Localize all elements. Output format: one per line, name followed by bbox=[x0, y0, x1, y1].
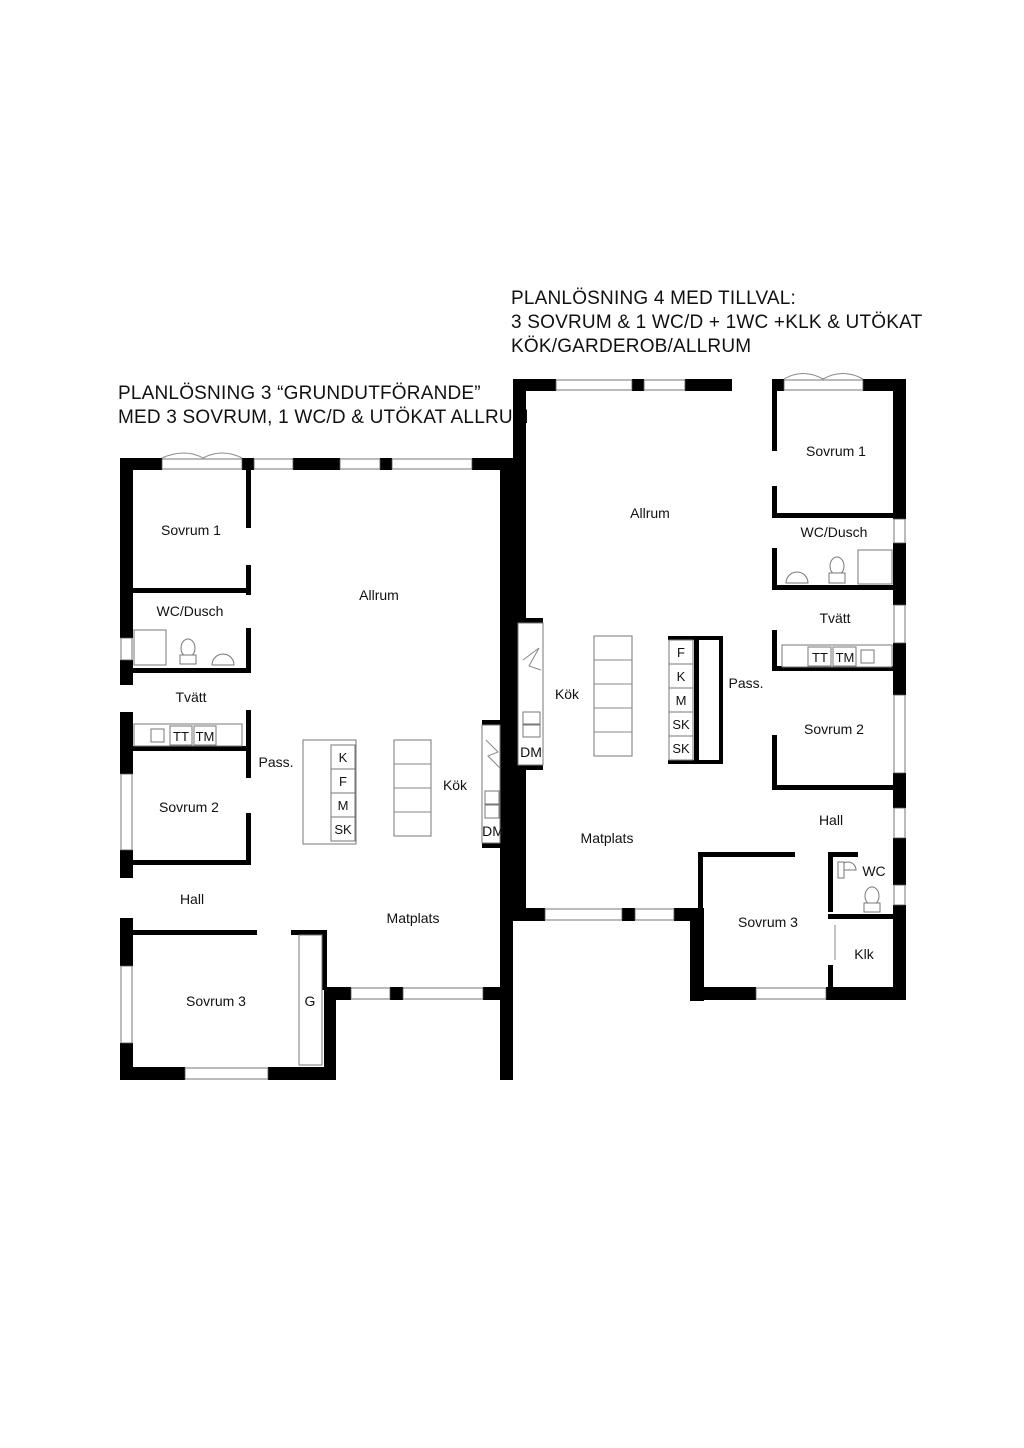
plan3-heading-line2: MED 3 SOVRUM, 1 WC/D & UTÖKAT ALLRUM bbox=[118, 407, 529, 428]
plan3-heading: PLANLÖSNING 3 “GRUNDUTFÖRANDE” MED 3 SOV… bbox=[118, 382, 529, 430]
plan3-appliance-f: F bbox=[339, 774, 347, 789]
plan3-label-sovrum1: Sovrum 1 bbox=[161, 522, 221, 538]
plan4-heading: PLANLÖSNING 4 MED TILLVAL: 3 SOVRUM & 1 … bbox=[511, 287, 922, 359]
plan3-label-g: G bbox=[305, 993, 316, 1009]
plan3-label-allrum: Allrum bbox=[359, 587, 399, 603]
plan3-label-tt: TT bbox=[173, 729, 189, 744]
plan3-label-tm: TM bbox=[196, 729, 215, 744]
plan4-appliance-f: F bbox=[677, 645, 685, 660]
plan4-appliance-sk2: SK bbox=[672, 741, 690, 756]
plan3-label-tvatt: Tvätt bbox=[175, 689, 206, 705]
plan4-heading-line3: KÖK/GARDEROB/ALLRUM bbox=[511, 336, 752, 357]
plan3-label-sovrum2: Sovrum 2 bbox=[159, 799, 219, 815]
plan4-label-allrum: Allrum bbox=[630, 505, 670, 521]
plan4-label-tvatt: Tvätt bbox=[819, 610, 850, 626]
plan4-walls bbox=[513, 379, 906, 1001]
plan4-label-wc: WC bbox=[862, 863, 885, 879]
plan4-label-sovrum1: Sovrum 1 bbox=[806, 443, 866, 459]
plan4-label-dm: DM bbox=[520, 744, 542, 760]
plan3-labels: Sovrum 1 WC/Dusch Allrum Tvätt TT TM Pas… bbox=[157, 522, 504, 1009]
plan4-label-klk: Klk bbox=[854, 946, 874, 962]
plan4-appliance-m: M bbox=[676, 693, 687, 708]
plan4-label-kok: Kök bbox=[555, 686, 580, 702]
plan4-floor-plan: Allrum Sovrum 1 WC/Dusch Tvätt TT TM Kök… bbox=[513, 373, 906, 1001]
plan3-label-matplats: Matplats bbox=[387, 910, 440, 926]
plan4-label-wc-dusch: WC/Dusch bbox=[801, 524, 868, 540]
plan4-label-pass: Pass. bbox=[728, 675, 763, 691]
plan3-appliance-m: M bbox=[338, 798, 349, 813]
plan4-appliance-sk1: SK bbox=[672, 717, 690, 732]
plan3-label-pass: Pass. bbox=[258, 754, 293, 770]
plan4-label-tm: TM bbox=[836, 650, 855, 665]
plan3-appliance-sk: SK bbox=[334, 822, 352, 837]
plan4-label-sovrum3: Sovrum 3 bbox=[738, 914, 798, 930]
plan4-windows bbox=[544, 373, 906, 1000]
plan3-label-wc-dusch: WC/Dusch bbox=[157, 603, 224, 619]
plan4-appliance-k: K bbox=[677, 669, 686, 684]
plan4-label-sovrum2: Sovrum 2 bbox=[804, 721, 864, 737]
plan4-fixtures bbox=[517, 549, 893, 960]
plan4-label-matplats: Matplats bbox=[581, 830, 634, 846]
plan3-label-sovrum3: Sovrum 3 bbox=[186, 993, 246, 1009]
plan4-heading-line1: PLANLÖSNING 4 MED TILLVAL: bbox=[511, 288, 797, 309]
plan3-floor-plan: Sovrum 1 WC/Dusch Allrum Tvätt TT TM Pas… bbox=[120, 452, 513, 1080]
plan3-label-hall: Hall bbox=[180, 891, 204, 907]
plan3-heading-line1: PLANLÖSNING 3 “GRUNDUTFÖRANDE” bbox=[118, 383, 481, 404]
plan4-label-tt: TT bbox=[812, 650, 828, 665]
plan3-windows bbox=[120, 452, 484, 1080]
plan3-fixtures bbox=[133, 629, 501, 1066]
plan4-heading-line2: 3 SOVRUM & 1 WC/D + 1WC +KLK & UTÖKAT bbox=[511, 312, 923, 333]
plan4-labels: Allrum Sovrum 1 WC/Dusch Tvätt TT TM Kök… bbox=[520, 443, 886, 962]
plan3-walls bbox=[120, 458, 513, 1080]
plan4-label-hall: Hall bbox=[819, 812, 843, 828]
plan3-label-dm: DM bbox=[482, 823, 504, 839]
plan3-appliance-k: K bbox=[339, 750, 348, 765]
plan3-label-kok: Kök bbox=[443, 777, 468, 793]
